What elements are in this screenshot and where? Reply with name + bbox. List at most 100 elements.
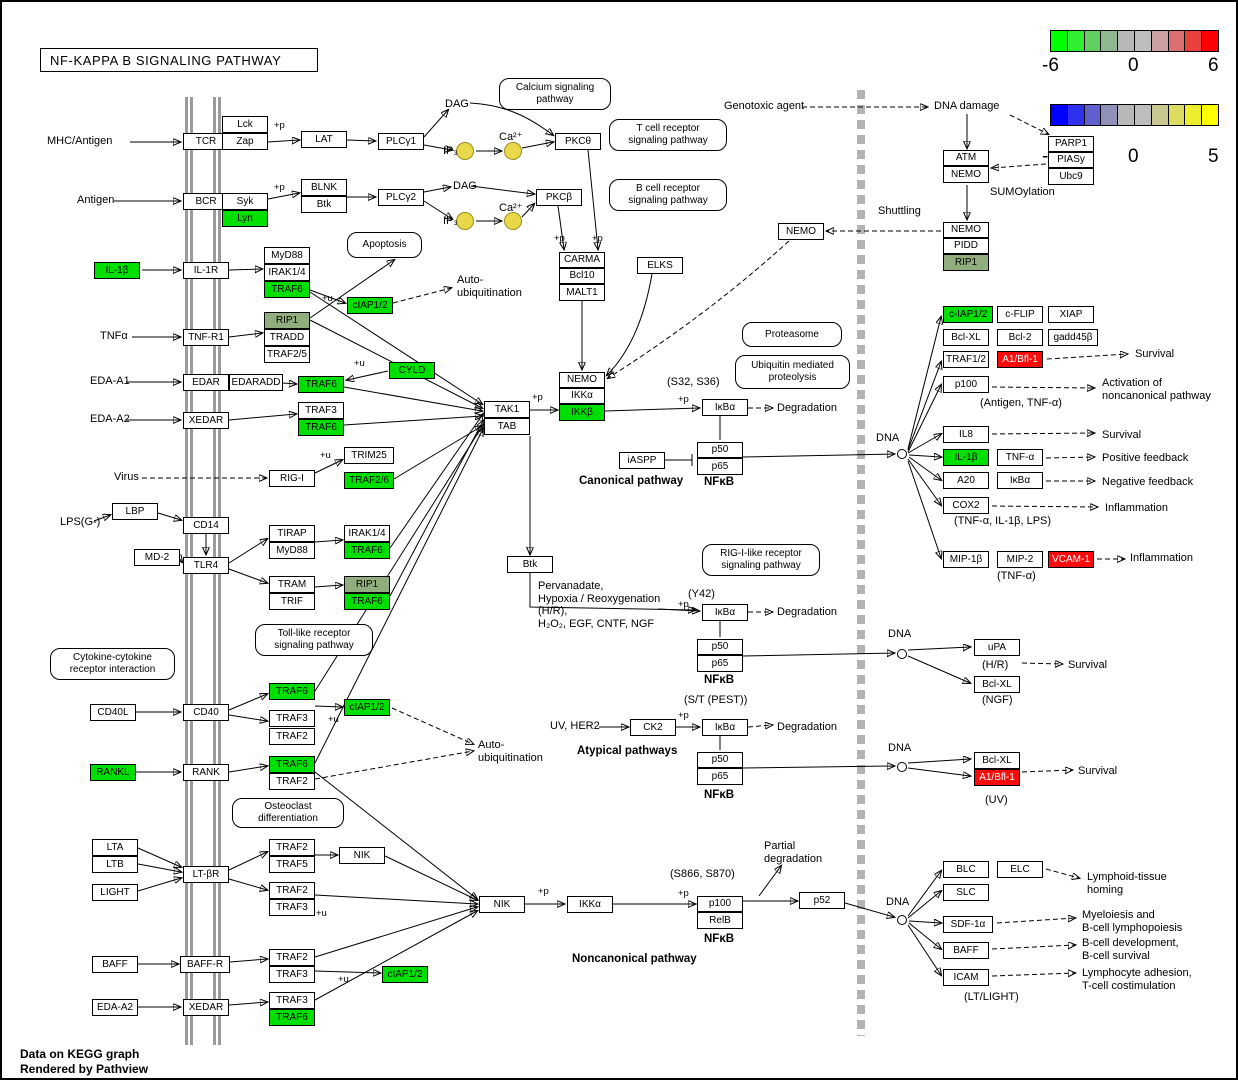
- gene-traf2-5[interactable]: TRAF2/5: [264, 346, 310, 363]
- gene-p100[interactable]: p100: [943, 376, 989, 393]
- gene-mip-2[interactable]: MIP-2: [997, 551, 1043, 568]
- gene-cyld[interactable]: CYLD: [389, 362, 435, 379]
- gene-mip-1[interactable]: MIP-1β: [943, 551, 989, 568]
- gene-p50[interactable]: p50: [697, 639, 743, 655]
- gene-traf1-2[interactable]: TRAF1/2: [943, 351, 989, 368]
- gene-ikk[interactable]: IKKα: [559, 388, 605, 404]
- gene-tnf[interactable]: TNF-α: [997, 449, 1043, 466]
- gene-myd88[interactable]: MyD88: [264, 247, 310, 264]
- gene-bcl10[interactable]: Bcl10: [559, 268, 605, 284]
- gene-tnf-r1[interactable]: TNF-R1: [183, 329, 229, 346]
- gene-btk[interactable]: Btk: [301, 196, 347, 213]
- gene-lat[interactable]: LAT: [301, 131, 347, 148]
- gene-c-flip[interactable]: c-FLIP: [997, 306, 1043, 323]
- gene-bcl-xl[interactable]: Bcl-XL: [974, 752, 1020, 769]
- gene-traf3[interactable]: TRAF3: [269, 992, 315, 1009]
- gene-cd40l[interactable]: CD40L: [90, 704, 136, 721]
- gene-il-1[interactable]: IL-1β: [943, 449, 989, 466]
- gene-a1-bfl-1[interactable]: A1/Bfl-1: [997, 351, 1043, 368]
- gene-traf2-6[interactable]: TRAF2/6: [344, 472, 394, 489]
- gene-xiap[interactable]: XIAP: [1048, 306, 1094, 323]
- gene-myd88[interactable]: MyD88: [269, 542, 315, 559]
- gene-nemo[interactable]: NEMO: [943, 222, 989, 238]
- compound-circle[interactable]: [456, 142, 474, 160]
- gene-traf3[interactable]: TRAF3: [269, 899, 315, 916]
- gene-elc[interactable]: ELC: [997, 861, 1043, 878]
- gene-p50[interactable]: p50: [697, 442, 743, 458]
- gene-traf2[interactable]: TRAF2: [269, 773, 315, 790]
- gene-md-2[interactable]: MD-2: [134, 549, 180, 566]
- gene-atm[interactable]: ATM: [943, 150, 989, 166]
- compound-circle[interactable]: [456, 212, 474, 230]
- gene-slc[interactable]: SLC: [943, 884, 989, 901]
- gene-light[interactable]: LIGHT: [92, 884, 138, 901]
- gene-ck2[interactable]: CK2: [630, 719, 676, 736]
- gene-nemo[interactable]: NEMO: [559, 372, 605, 388]
- gene-lta[interactable]: LTA: [92, 839, 138, 856]
- gene-elks[interactable]: ELKS: [637, 257, 683, 274]
- gene-irak1-4[interactable]: IRAK1/4: [344, 525, 390, 542]
- pathway-link-b-cell-receptor-signaling-pathway[interactable]: B cell receptor signaling pathway: [609, 179, 727, 211]
- gene-cd40[interactable]: CD40: [183, 704, 229, 721]
- gene-ikk[interactable]: IKKβ: [559, 404, 605, 421]
- gene-rip1[interactable]: RIP1: [264, 312, 310, 329]
- gene-traf6[interactable]: TRAF6: [344, 593, 390, 610]
- pathway-link-proteasome[interactable]: Proteasome: [742, 322, 842, 347]
- gene-ciap1-2[interactable]: cIAP1/2: [382, 966, 428, 983]
- compound-circle[interactable]: [504, 142, 522, 160]
- gene-tradd[interactable]: TRADD: [264, 329, 310, 346]
- gene-traf2[interactable]: TRAF2: [269, 882, 315, 899]
- gene-pkc[interactable]: PKCβ: [536, 189, 582, 206]
- gene-zap[interactable]: Zap: [222, 133, 268, 150]
- gene-rip1[interactable]: RIP1: [344, 576, 390, 593]
- gene-traf3[interactable]: TRAF3: [269, 710, 315, 727]
- gene-rig-i[interactable]: RIG-I: [269, 470, 315, 487]
- gene-bcl-2[interactable]: Bcl-2: [997, 329, 1043, 346]
- gene-malt1[interactable]: MALT1: [559, 284, 605, 301]
- gene-p100[interactable]: p100: [697, 896, 743, 912]
- gene-tab[interactable]: TAB: [484, 418, 530, 435]
- gene-a20[interactable]: A20: [943, 472, 989, 489]
- gene-p65[interactable]: p65: [697, 655, 743, 672]
- pathway-link-calcium-signaling-pathway[interactable]: Calcium signaling pathway: [499, 78, 611, 110]
- pathway-link-rig-i-like-receptor-signaling-pathway[interactable]: RIG-I-like receptor signaling pathway: [702, 544, 820, 576]
- gene-baff[interactable]: BAFF: [92, 956, 138, 973]
- gene-edaradd[interactable]: EDARADD: [229, 374, 283, 391]
- gene-baff-r[interactable]: BAFF-R: [180, 956, 230, 973]
- gene-rankl[interactable]: RANKL: [90, 764, 136, 781]
- gene-lck[interactable]: Lck: [222, 116, 268, 133]
- gene-tak1[interactable]: TAK1: [484, 401, 530, 418]
- gene-relb[interactable]: RelB: [697, 912, 743, 929]
- gene-parp1[interactable]: PARP1: [1048, 136, 1094, 152]
- gene-bcl-xl[interactable]: Bcl-XL: [974, 676, 1020, 693]
- gene-rank[interactable]: RANK: [183, 764, 229, 781]
- gene-traf6[interactable]: TRAF6: [264, 281, 310, 298]
- gene-nemo[interactable]: NEMO: [943, 166, 989, 183]
- gene-a1-bfl-1[interactable]: A1/Bfl-1: [974, 769, 1020, 786]
- gene-carma[interactable]: CARMA: [559, 252, 605, 268]
- gene-tirap[interactable]: TIRAP: [269, 525, 315, 542]
- pathway-link-apoptosis[interactable]: Apoptosis: [347, 232, 422, 258]
- gene-gadd45[interactable]: gadd45β: [1048, 329, 1098, 346]
- gene-trim25[interactable]: TRIM25: [344, 447, 394, 464]
- gene-icam[interactable]: ICAM: [943, 969, 989, 986]
- gene-xedar[interactable]: XEDAR: [183, 999, 229, 1016]
- gene-ikk[interactable]: IKKα: [567, 896, 613, 913]
- gene-nik[interactable]: NIK: [479, 896, 525, 913]
- gene-pidd[interactable]: PIDD: [943, 238, 989, 254]
- gene-plc-1[interactable]: PLCγ1: [378, 133, 424, 150]
- gene-traf2[interactable]: TRAF2: [269, 839, 315, 856]
- gene-ciap1-2[interactable]: cIAP1/2: [347, 297, 393, 314]
- gene-btk[interactable]: Btk: [507, 556, 553, 573]
- gene-c-iap1-2[interactable]: c-IAP1/2: [943, 306, 993, 323]
- pathway-link-osteoclast-differentiation[interactable]: Osteoclast differentiation: [232, 798, 344, 828]
- gene-traf3[interactable]: TRAF3: [269, 966, 315, 983]
- gene-edar[interactable]: EDAR: [183, 374, 229, 391]
- gene-traf5[interactable]: TRAF5: [269, 856, 315, 873]
- gene-il-1[interactable]: IL-1β: [94, 262, 140, 279]
- gene-traf2[interactable]: TRAF2: [269, 728, 315, 745]
- gene-traf6[interactable]: TRAF6: [269, 756, 315, 773]
- gene-iaspp[interactable]: iASPP: [619, 452, 665, 469]
- gene-p65[interactable]: p65: [697, 768, 743, 785]
- pathway-link-t-cell-receptor-signaling-pathway[interactable]: T cell receptor signaling pathway: [609, 119, 727, 151]
